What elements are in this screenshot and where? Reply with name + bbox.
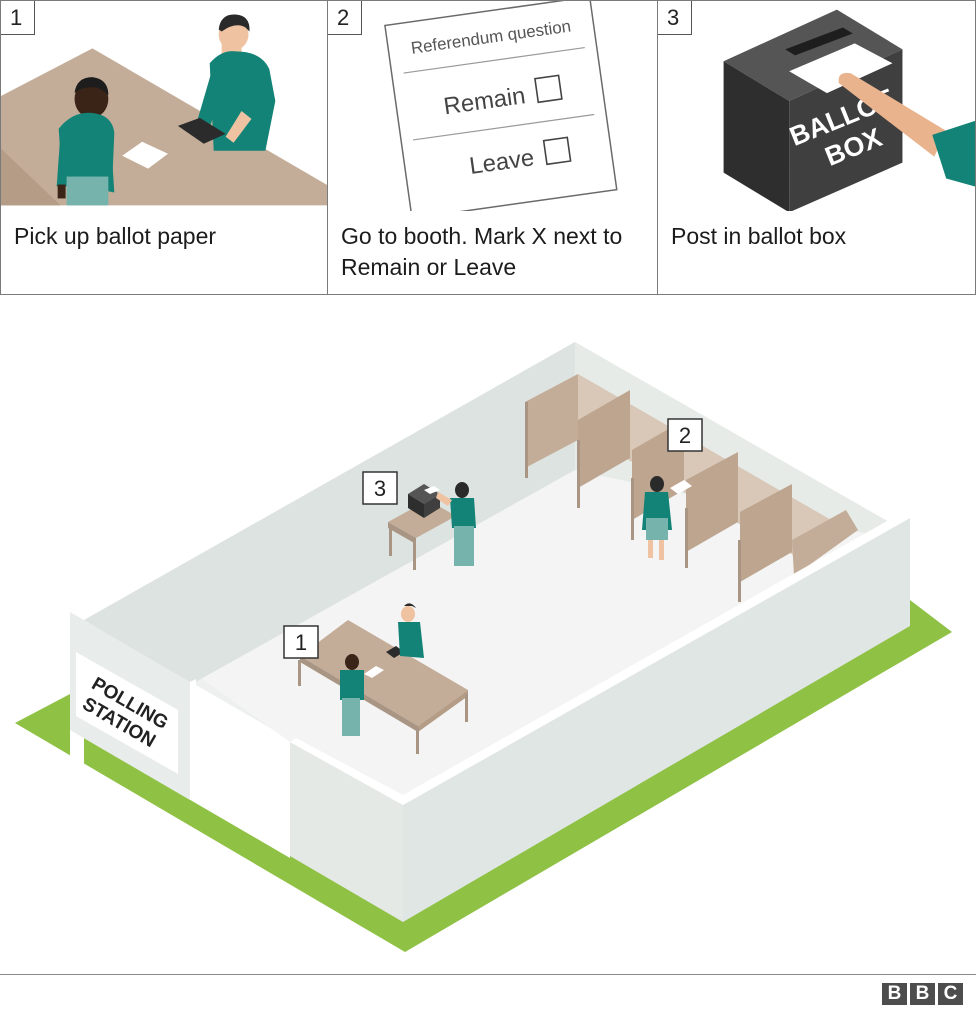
svg-text:2: 2 — [679, 423, 691, 448]
ballot-slip-icon — [789, 43, 893, 94]
svg-text:1: 1 — [295, 630, 307, 655]
step-number-1: 1 — [1, 1, 35, 35]
step-number-2: 2 — [328, 1, 362, 35]
polling-station-scene: POLLING STATION 1 2 3 — [15, 326, 952, 952]
ballot-box-illustration: BALLOT BOX — [723, 9, 975, 211]
polling-station-sign — [76, 652, 178, 774]
scene-marker-2: 2 — [667, 418, 703, 452]
step-caption-1: Pick up ballot paper — [14, 223, 217, 249]
scene-marker-1: 1 — [283, 625, 319, 659]
clipboard-icon — [177, 117, 226, 144]
scene-marker-3: 3 — [362, 471, 398, 505]
back-left-wall — [84, 342, 575, 685]
front-left-inner-wall — [290, 742, 403, 922]
voter-at-table-icon — [340, 654, 364, 736]
bbc-logo: B B C — [882, 983, 963, 1005]
voter-figure-icon — [56, 77, 115, 206]
step-panel-3: 3 BALLOT BOX Post in ballot box — [657, 0, 976, 295]
step-number-3: 3 — [658, 1, 692, 35]
voter-at-booth-icon — [642, 476, 672, 560]
voter-at-ballot-box-icon — [436, 482, 476, 566]
ballot-box-table — [388, 484, 456, 570]
bbc-logo-letter: C — [938, 983, 963, 1005]
back-right-wall — [575, 342, 896, 540]
front-right-wall — [403, 518, 910, 922]
step-caption-2: Go to booth. Mark X next to Remain or Le… — [341, 223, 623, 280]
pick-up-ballot-illustration — [1, 14, 328, 206]
clerk-at-table-icon — [398, 603, 424, 658]
svg-text:3: 3 — [374, 476, 386, 501]
remain-checkbox-icon — [534, 74, 563, 104]
step-panel-1: 1 — [0, 0, 329, 295]
footer-divider — [0, 974, 976, 975]
steps-panel-row: 1 — [0, 0, 976, 297]
bbc-logo-letter: B — [882, 983, 907, 1005]
ballot-paper-icon — [122, 141, 168, 169]
bbc-logo-letter: B — [910, 983, 935, 1005]
grass-area — [15, 600, 952, 952]
step-panel-2: 2 Referendum question Remain Leave Go to… — [327, 0, 659, 295]
ballot-paper-illustration: Referendum question Remain Leave — [384, 1, 618, 211]
clerk-figure-icon — [177, 14, 276, 151]
step-caption-3: Post in ballot box — [671, 223, 847, 249]
hand-posting-icon — [838, 72, 975, 187]
leave-checkbox-icon — [542, 136, 572, 166]
